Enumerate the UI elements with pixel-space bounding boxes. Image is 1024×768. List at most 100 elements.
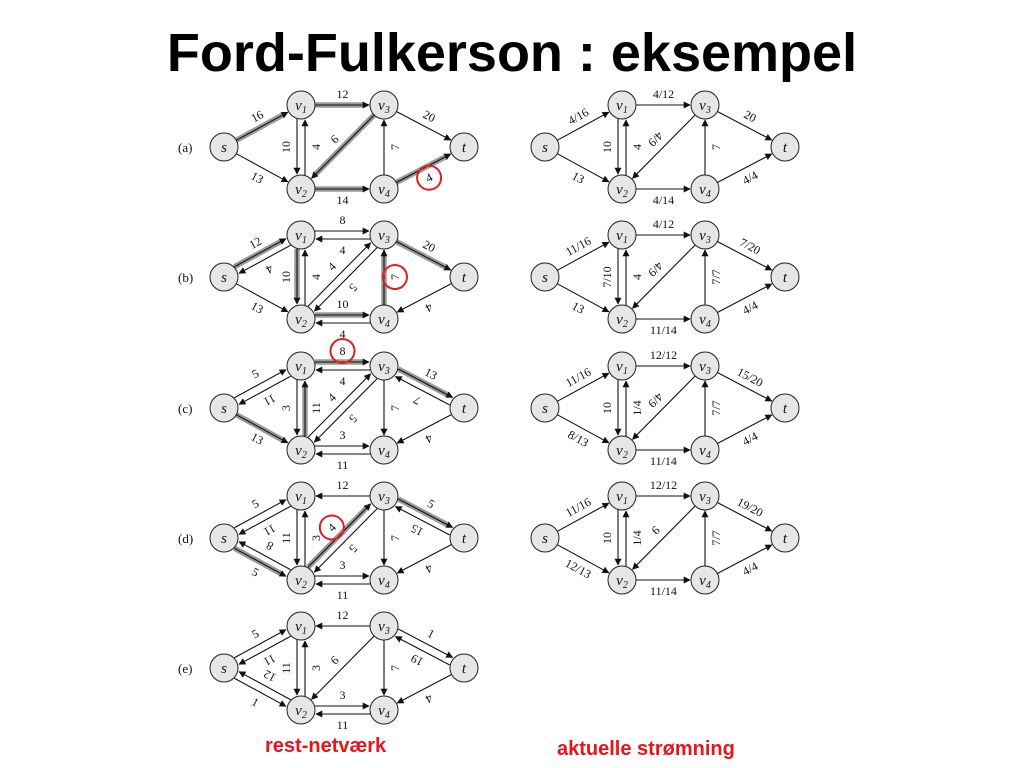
svg-text:v2: v2 bbox=[616, 312, 628, 330]
edge-label: 12/12 bbox=[650, 348, 677, 362]
node-v3: v3 bbox=[369, 611, 399, 641]
edge-label: 12 bbox=[261, 667, 278, 685]
svg-text:v4: v4 bbox=[699, 312, 711, 330]
panel-label: (c) bbox=[178, 401, 192, 416]
svg-text:v3: v3 bbox=[378, 489, 390, 507]
edge-label: 11 bbox=[337, 588, 349, 602]
edge-label: 3 bbox=[340, 428, 346, 442]
edge-label: 10 bbox=[600, 141, 614, 153]
highlight-circle bbox=[382, 264, 408, 290]
edge-v4-t: 4/4 bbox=[717, 153, 773, 188]
edge-label: 7/7 bbox=[709, 530, 723, 545]
edge-label: 8 bbox=[340, 213, 346, 227]
edge-t-v3: 7 bbox=[394, 376, 451, 408]
edge-label: 5 bbox=[346, 411, 360, 425]
edge-label: 4 bbox=[309, 274, 323, 280]
svg-text:s: s bbox=[542, 140, 548, 156]
edge-label: 4 bbox=[325, 520, 339, 534]
node-v4: v4 bbox=[690, 174, 720, 204]
edge-s-v2: 13 bbox=[236, 153, 289, 187]
edge-label: 10 bbox=[337, 297, 349, 311]
edge-v2-v1: 4 bbox=[301, 119, 323, 175]
node-v1: v1 bbox=[607, 481, 637, 511]
edge-v3-v1: 12 bbox=[315, 478, 370, 500]
edge-label: 4 bbox=[423, 561, 435, 576]
node-v1: v1 bbox=[607, 90, 637, 120]
edge-label: 16 bbox=[249, 107, 266, 125]
node-v2: v2 bbox=[286, 435, 316, 465]
node-v3: v3 bbox=[690, 90, 720, 120]
node-s: s bbox=[530, 132, 560, 162]
edge-v3-t: 1 bbox=[397, 626, 454, 658]
edge-label: 11 bbox=[261, 391, 278, 409]
edge-label: 4/4 bbox=[740, 559, 760, 579]
edge-v3-v2: 5 bbox=[313, 378, 378, 443]
edge-label: 3 bbox=[340, 558, 346, 572]
edge-label: 12/12 bbox=[650, 478, 677, 492]
svg-text:v3: v3 bbox=[378, 98, 390, 116]
node-v2: v2 bbox=[607, 565, 637, 595]
edge-v4-v3: 7 bbox=[380, 249, 408, 305]
edge-label: 11/16 bbox=[563, 495, 593, 520]
svg-text:t: t bbox=[783, 140, 788, 156]
svg-text:s: s bbox=[221, 401, 227, 417]
svg-text:v3: v3 bbox=[699, 359, 711, 377]
node-v1: v1 bbox=[607, 351, 637, 381]
svg-text:t: t bbox=[783, 531, 788, 547]
svg-text:v3: v3 bbox=[378, 359, 390, 377]
edge-t-v4: 4 bbox=[396, 283, 452, 315]
node-v1: v1 bbox=[607, 220, 637, 250]
svg-text:v2: v2 bbox=[616, 573, 628, 591]
edge-v4-v3: 7/7 bbox=[701, 380, 723, 436]
node-s: s bbox=[209, 653, 239, 683]
edge-label: 12 bbox=[337, 478, 349, 492]
node-v1: v1 bbox=[286, 611, 316, 641]
node-v3: v3 bbox=[369, 90, 399, 120]
node-v3: v3 bbox=[690, 220, 720, 250]
edge-label: 4 bbox=[423, 300, 435, 315]
edge-label: 3 bbox=[279, 405, 293, 411]
edge-label: 11/16 bbox=[563, 365, 593, 390]
svg-text:v3: v3 bbox=[699, 98, 711, 116]
edge-v2-v4: 10 bbox=[315, 297, 370, 319]
edge-label: 13 bbox=[570, 299, 587, 317]
edge-s-v1: 5 bbox=[234, 496, 287, 529]
edge-s-v2: 1 bbox=[234, 677, 287, 710]
edge-v1-v3: 8 bbox=[315, 213, 370, 235]
edge-v4-v2: 4 bbox=[315, 319, 370, 341]
current-flow-caption: aktuelle strømning bbox=[557, 738, 735, 760]
highlight-circle bbox=[416, 164, 443, 191]
edge-v2-v1: 4 bbox=[622, 249, 644, 305]
highlight-circle bbox=[329, 338, 356, 364]
edge-v3-t: 19/20 bbox=[717, 495, 773, 532]
edge-label: 20 bbox=[742, 107, 759, 125]
svg-text:t: t bbox=[462, 140, 467, 156]
edge-s-v1: 11/16 bbox=[557, 234, 610, 271]
edge-label: 3 bbox=[309, 535, 323, 541]
edge-v4-t: 4/4 bbox=[717, 544, 773, 579]
edge-t-v4: 4 bbox=[396, 674, 452, 706]
edge-label: 4/12 bbox=[653, 217, 674, 231]
edge-s-v1: 5 bbox=[234, 626, 287, 659]
edge-v1-v2: 10 bbox=[279, 119, 301, 175]
edge-label: 4 bbox=[630, 144, 644, 150]
node-t: t bbox=[449, 523, 479, 553]
edge-label: 9 bbox=[328, 132, 342, 146]
edge-v1-v3: 4/12 bbox=[636, 217, 691, 239]
edge-label: 1/4 bbox=[630, 530, 644, 545]
edge-label: 5 bbox=[249, 366, 261, 381]
svg-text:s: s bbox=[221, 140, 227, 156]
edge-label: 11/14 bbox=[650, 454, 677, 468]
edge-v3-v4: 7 bbox=[380, 640, 402, 696]
edge-t-v4: 4 bbox=[396, 414, 452, 446]
node-v2: v2 bbox=[607, 174, 637, 204]
edge-label: 12 bbox=[247, 234, 264, 252]
edge-v4-v3: 7 bbox=[701, 119, 723, 175]
edge-label: 7/7 bbox=[709, 269, 723, 284]
panel-label: (a) bbox=[178, 140, 192, 155]
edge-v4-v3: 7 bbox=[380, 119, 402, 175]
edge-label: 4 bbox=[264, 262, 276, 277]
svg-text:v4: v4 bbox=[699, 573, 711, 591]
edge-label: 11/14 bbox=[650, 584, 677, 598]
